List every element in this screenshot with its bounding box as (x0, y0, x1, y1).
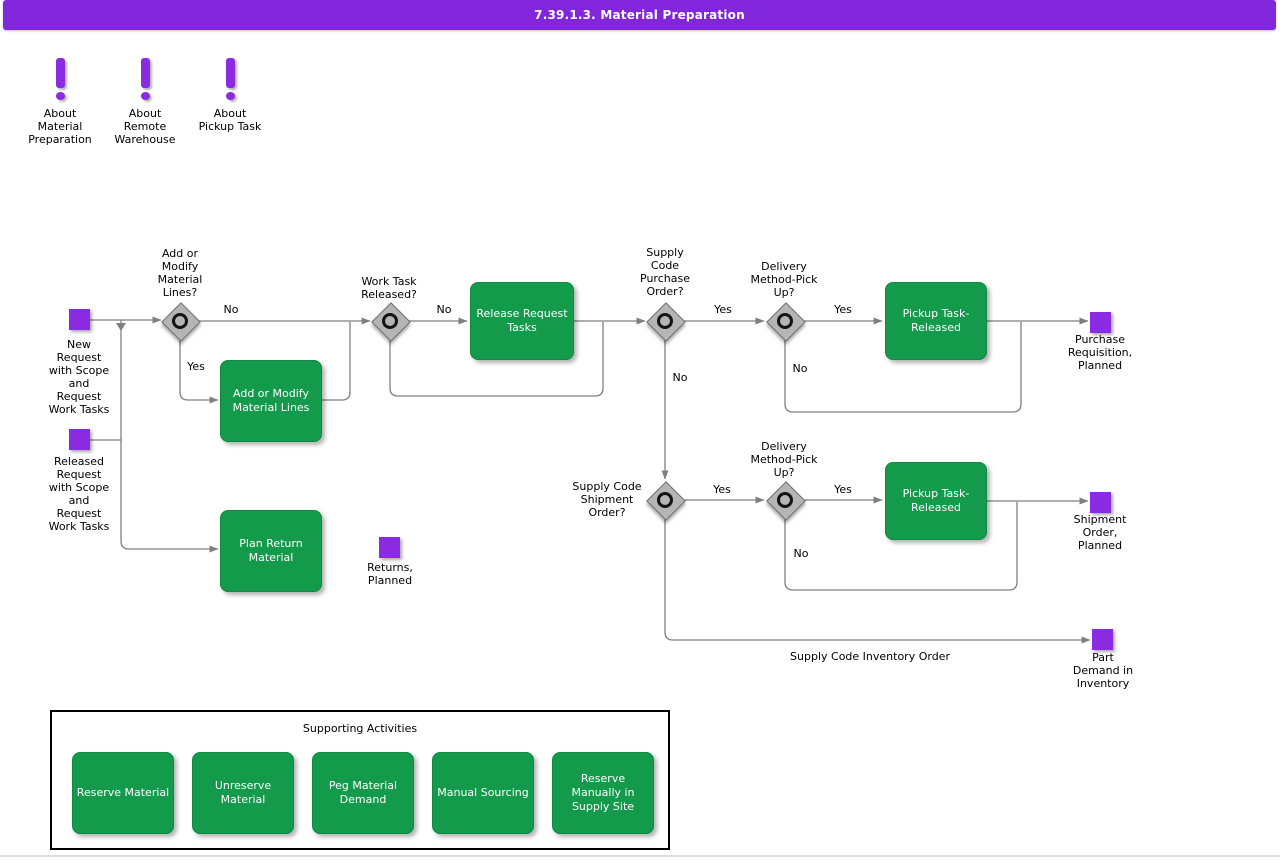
task-reserve-material[interactable]: Reserve Material (72, 752, 174, 834)
branch-down-arrow (116, 323, 126, 331)
edge-label-yes: Yes (714, 303, 732, 316)
gateway-supply-code-purchase-order (646, 302, 686, 342)
end-event-returns (379, 537, 400, 558)
gateway-circle-icon (172, 313, 188, 329)
page-title: 7.39.1.3. Material Preparation (534, 8, 745, 22)
edge-label-yes: Yes (834, 483, 852, 496)
supporting-activities-title: Supporting Activities (302, 722, 418, 735)
title-bar: 7.39.1.3. Material Preparation (3, 0, 1276, 30)
gateway-circle-icon (657, 492, 673, 508)
task-release-request-tasks[interactable]: Release Request Tasks (470, 282, 574, 360)
gateway-circle-icon (657, 313, 673, 329)
window-bottom-edge (0, 855, 1280, 857)
gateway-label: Delivery Method-Pick Up? (750, 440, 818, 479)
gateway-supply-code-shipment-order (646, 481, 686, 521)
task-plan-return-material[interactable]: Plan Return Material (220, 510, 322, 592)
exclamation-dot-icon (55, 92, 65, 100)
start-event-released-request (69, 429, 90, 450)
gateway-work-task-released (371, 302, 411, 342)
exclamation-dot-icon (225, 92, 235, 100)
task-pickup-task-released-2[interactable]: Pickup Task- Released (885, 462, 987, 540)
exclamation-icon (140, 58, 150, 88)
flow-gw4-no-bypass (784, 322, 1022, 413)
about-label: About Material Preparation (28, 107, 92, 146)
gateway-circle-icon (777, 313, 793, 329)
gateway-label: Supply Code Purchase Order? (640, 246, 690, 298)
end-event-purchase-requisition (1090, 312, 1111, 333)
flow-gw6-no-bypass (784, 502, 1018, 591)
event-label: Returns, Planned (367, 561, 413, 587)
task-manual-sourcing[interactable]: Manual Sourcing (432, 752, 534, 834)
exclamation-icon (55, 58, 65, 88)
flow-gw2-yes-bypass (389, 322, 604, 397)
edge-label-yes: Yes (713, 483, 731, 496)
event-label: New Request with Scope and Request Work … (48, 338, 110, 416)
about-label: About Remote Warehouse (114, 107, 176, 146)
event-label: Purchase Requisition, Planned (1067, 333, 1133, 372)
edge-label-no: No (436, 303, 452, 316)
gateway-label: Supply Code Shipment Order? (572, 480, 642, 519)
supporting-activities-panel: Supporting Activities Reserve Material U… (50, 710, 670, 850)
flow-gw1-yes (179, 339, 219, 404)
gateway-label: Add or Modify Material Lines? (157, 247, 203, 299)
gateway-circle-icon (382, 313, 398, 329)
end-event-part-demand (1092, 629, 1113, 650)
about-label: About Pickup Task (198, 107, 262, 133)
gateway-label: Work Task Released? (361, 275, 417, 301)
flow-addmodify-merge (320, 322, 351, 401)
edge-label-no: No (792, 362, 808, 375)
event-label: Part Demand in Inventory (1072, 651, 1134, 690)
event-label: Released Request with Scope and Request … (48, 455, 110, 533)
edge-label-yes: Yes (187, 360, 205, 373)
task-reserve-manually-supply-site[interactable]: Reserve Manually in Supply Site (552, 752, 654, 834)
gateway-circle-icon (777, 492, 793, 508)
gateway-delivery-method-pickup-1 (766, 302, 806, 342)
edge-label-inventory-order: Supply Code Inventory Order (790, 650, 950, 663)
gateway-label: Delivery Method-Pick Up? (750, 260, 818, 299)
about-link-material-preparation[interactable]: About Material Preparation (10, 58, 110, 146)
edge-label-no: No (672, 371, 688, 384)
exclamation-dot-icon (140, 92, 150, 100)
about-link-remote-warehouse[interactable]: About Remote Warehouse (95, 58, 195, 146)
edge-label-no: No (223, 303, 239, 316)
start-event-new-request (69, 309, 90, 330)
flow-gw5-inventory (664, 518, 1091, 644)
task-add-modify-material-lines[interactable]: Add or Modify Material Lines (220, 360, 322, 442)
task-unreserve-material[interactable]: Unreserve Material (192, 752, 294, 834)
about-link-pickup-task[interactable]: About Pickup Task (180, 58, 280, 133)
exclamation-icon (225, 58, 235, 88)
edge-label-no: No (793, 547, 809, 560)
gateway-delivery-method-pickup-2 (766, 481, 806, 521)
event-label: Shipment Order, Planned (1073, 513, 1127, 552)
task-pickup-task-released-1[interactable]: Pickup Task- Released (885, 282, 987, 360)
edge-label-yes: Yes (834, 303, 852, 316)
gateway-add-modify-material-lines (161, 302, 201, 342)
flow-branch-to-planreturn (120, 320, 219, 553)
task-peg-material-demand[interactable]: Peg Material Demand (312, 752, 414, 834)
end-event-shipment-order (1090, 492, 1111, 513)
